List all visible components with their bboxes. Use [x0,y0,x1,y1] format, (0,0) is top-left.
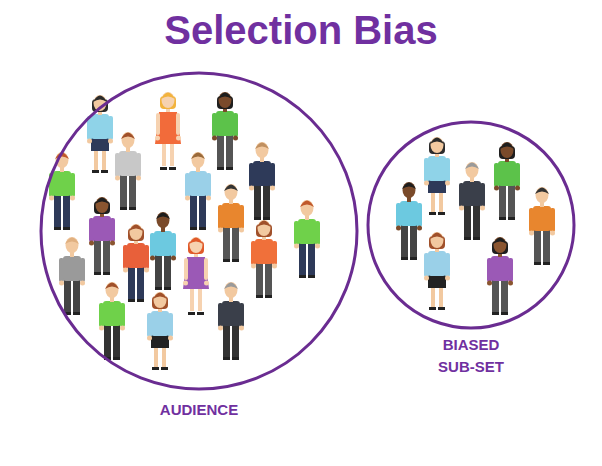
group-circle: AUDIENCE [39,71,359,391]
person-figure [155,92,181,170]
person-figure [150,212,176,290]
group-label: AUDIENCE [139,399,259,421]
person-figure [396,182,422,260]
circle-outline [366,120,576,330]
person-figure [183,237,209,315]
person-figure [89,197,115,275]
person-figure [123,224,149,302]
person-figure [249,142,275,220]
circle-stroke [368,122,574,328]
circle-outline [39,71,359,391]
person-figure [494,142,520,220]
person-figure [459,162,485,240]
person-figure [49,152,75,230]
circle-stroke [41,73,357,389]
person-figure [218,282,244,360]
person-figure [115,132,141,210]
person-figure [185,152,211,230]
group-label: BIASED SUB-SET [423,334,519,378]
person-figure [218,184,244,262]
group-circle: BIASED SUB-SET [366,120,576,330]
person-figure [212,92,238,170]
person-figure [99,282,125,360]
person-figure [487,237,513,315]
person-figure [424,137,450,215]
person-figure [294,200,320,278]
person-figure [59,237,85,315]
person-figure [147,292,173,370]
diagram-title: Selection Bias [0,6,602,54]
person-figure [529,187,555,265]
person-figure [251,220,277,298]
person-figure [424,232,450,310]
